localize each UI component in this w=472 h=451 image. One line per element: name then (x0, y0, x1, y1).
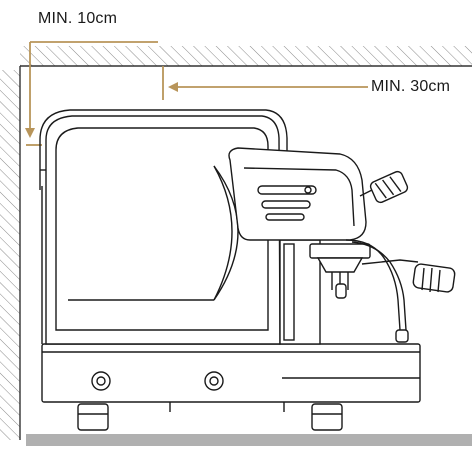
side-clearance-label: MIN. 10cm (38, 10, 118, 27)
base-knob-rear (91, 371, 111, 391)
side-arrowhead (25, 128, 35, 138)
group-head-inner (243, 167, 355, 227)
rear-arrowhead (168, 82, 178, 92)
body-top-cover (39, 109, 288, 190)
ceiling-hatching (20, 46, 472, 66)
rear-clearance-dimension (162, 66, 368, 100)
front-foot (311, 403, 343, 431)
coffee-machine (39, 109, 456, 431)
portafilter (309, 243, 456, 299)
rear-foot (77, 403, 109, 431)
side-clearance-dimension (25, 41, 158, 146)
side-panel-arc (213, 165, 239, 301)
column-inner (283, 243, 295, 341)
wall (0, 66, 21, 440)
steam-wand (345, 239, 409, 343)
rear-clearance-label: MIN. 30cm (371, 78, 451, 95)
steam-lever (359, 170, 409, 204)
side-panel-arc-inner (213, 165, 233, 301)
side-panel (55, 127, 269, 331)
portafilter-handle (412, 263, 456, 293)
group-head-vents (257, 185, 317, 221)
floor (26, 434, 472, 446)
wall-hatching (0, 70, 20, 440)
ceiling (20, 46, 472, 67)
base-knob-front (204, 371, 224, 391)
